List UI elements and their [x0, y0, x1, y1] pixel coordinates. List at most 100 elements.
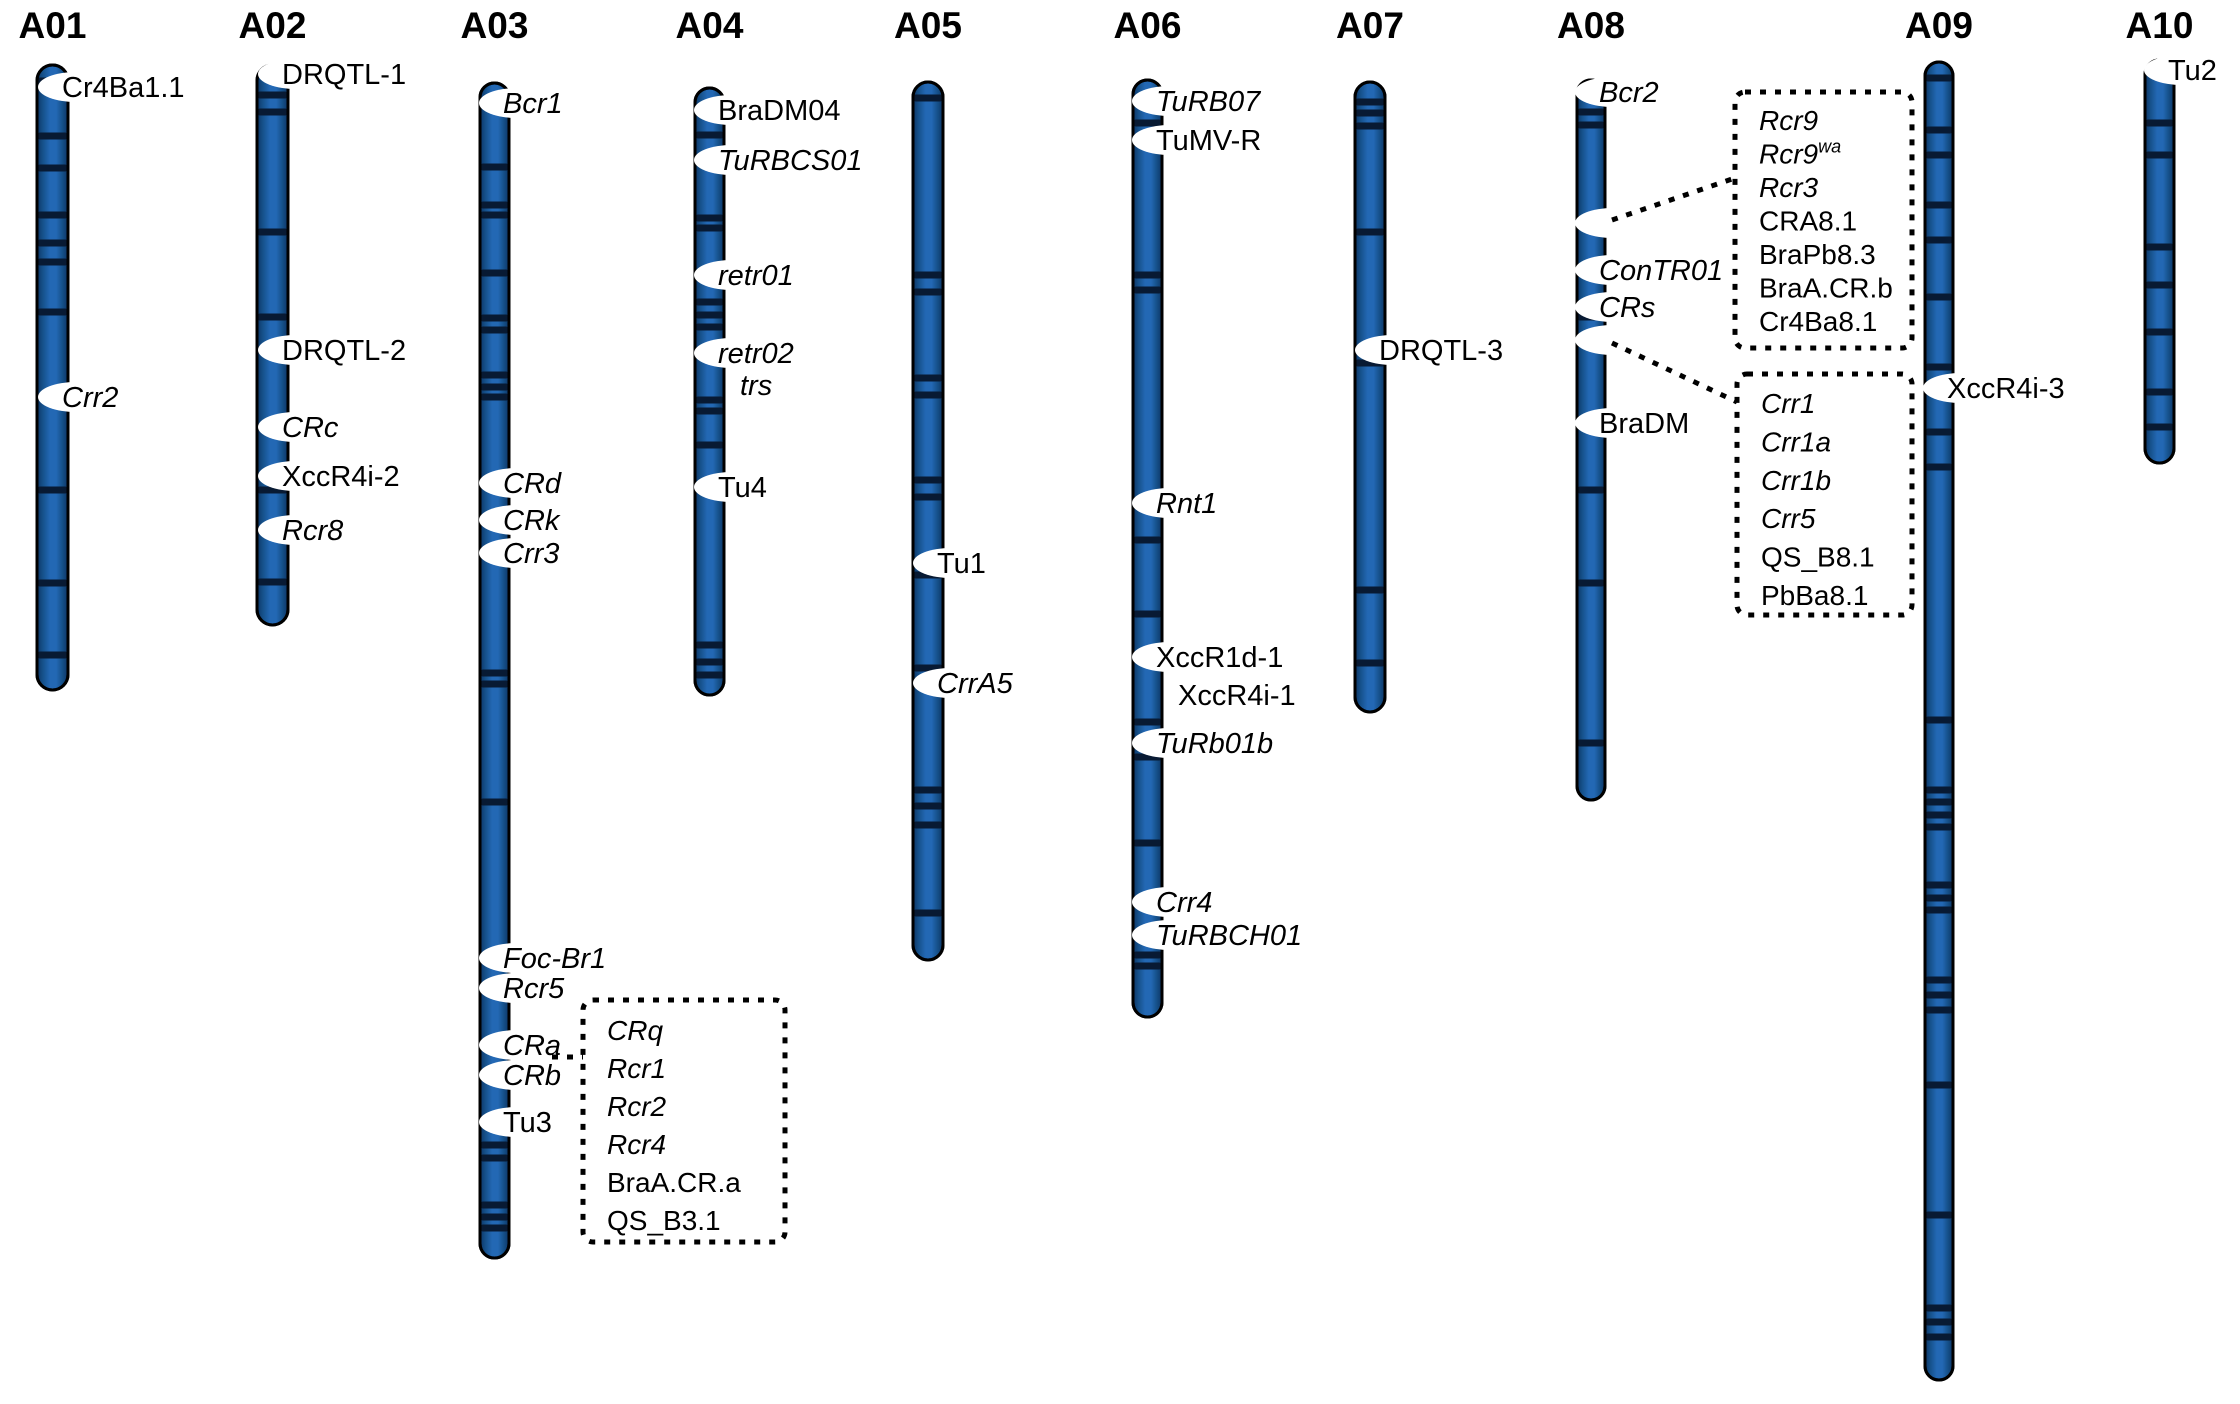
- connector-dotted-line-2: [1611, 175, 1736, 223]
- marker-Tu4: Tu4: [694, 472, 770, 504]
- marker-label: Bcr2: [1599, 77, 1659, 109]
- marker-label: BraDM04: [718, 95, 841, 127]
- chromosome-band: [258, 228, 287, 236]
- marker-label: XccR1d-1: [1156, 642, 1283, 674]
- chromosome-band: [2146, 423, 2173, 431]
- annotation-box-a03-border: [580, 997, 788, 1245]
- marker-label: TuRBCH01: [1156, 920, 1302, 952]
- chromosome-rod-A01: [35, 63, 70, 692]
- marker-label: CrrA5: [937, 668, 1014, 700]
- box-item-Crr1: Crr1: [1761, 388, 1815, 419]
- marker-callout-oval: [479, 88, 555, 118]
- box-item-CRA8.1: CRA8.1: [1759, 206, 1857, 237]
- chromosome-title-A09: A09: [1905, 5, 1973, 46]
- chromosome-band: [696, 224, 723, 232]
- chromosome-outline: [1131, 78, 1164, 1019]
- box-item-PbBa8.1: PbBa8.1: [1761, 580, 1868, 611]
- box-item-BraA.CR.b: BraA.CR.b: [1759, 273, 1893, 304]
- chromosome-band: [2146, 119, 2173, 127]
- chromosome-band: [1926, 293, 1952, 301]
- marker-label: Crr4: [1156, 887, 1212, 919]
- chromosome-title-A10: A10: [2126, 5, 2194, 46]
- marker-Tu1: Tu1: [913, 548, 989, 580]
- marker-TuMV-R: TuMV-R: [1132, 125, 1261, 157]
- marker-callout-oval: [1132, 728, 1208, 758]
- chromosome-band: [1926, 798, 1952, 806]
- marker-label: TuRB07: [1156, 86, 1262, 118]
- chromosome-outline: [1353, 80, 1387, 714]
- chromosome-band: [38, 239, 67, 247]
- chromosome-band: [1926, 1304, 1952, 1312]
- chromosome-band: [1926, 881, 1952, 889]
- marker-label: TuRb01b: [1156, 728, 1273, 760]
- marker-callout-oval: [913, 668, 989, 698]
- chromosome-band: [1578, 486, 1604, 494]
- chromosome-band: [914, 493, 942, 501]
- chromosome-band: [1926, 811, 1952, 819]
- chromosome-band: [914, 271, 942, 279]
- chromosome-band: [696, 298, 723, 306]
- marker-CrrA5: CrrA5: [913, 668, 1014, 700]
- marker-callout-oval: [258, 335, 334, 365]
- marker-callout-oval: [1132, 920, 1208, 950]
- marker-Bcr1: Bcr1: [479, 88, 563, 120]
- marker-callout-oval: [1132, 642, 1208, 672]
- marker-callout-oval: [479, 468, 555, 498]
- marker-label: DRQTL-1: [282, 59, 406, 91]
- chromosome-outline: [1923, 60, 1955, 1382]
- marker-label: Rcr5: [503, 973, 565, 1005]
- marker-callout-oval: [694, 338, 770, 368]
- box-item-Crr5: Crr5: [1761, 503, 1816, 534]
- chromosome-band: [2146, 151, 2173, 159]
- marker-BraDM04: BraDM04: [694, 95, 841, 127]
- marker-label: CRs: [1599, 292, 1655, 324]
- chromosome-band: [481, 1154, 508, 1162]
- chromosome-band: [1134, 286, 1161, 294]
- marker-DRQTL-1: DRQTL-1: [258, 59, 406, 91]
- marker-label: XccR4i-3: [1947, 373, 2065, 405]
- marker-label: Foc-Br1: [503, 943, 606, 975]
- marker-callout-oval: [1132, 488, 1208, 518]
- marker-label: Bcr1: [503, 88, 563, 120]
- chromosome-outline: [693, 86, 726, 697]
- marker-oval-anonymous: [1575, 325, 1651, 355]
- marker-TuRBCH01: TuRBCH01: [1132, 920, 1302, 952]
- chromosome-band: [1134, 962, 1161, 970]
- chromosome-band: [481, 1224, 508, 1232]
- box-item-Rcr1: Rcr1: [607, 1053, 666, 1084]
- box-item-Rcr4: Rcr4: [607, 1129, 666, 1160]
- marker-label: Tu2: [2168, 55, 2217, 87]
- chromosome-band: [1356, 228, 1384, 236]
- chromosome-title-A05: A05: [894, 5, 962, 46]
- chromosome-band: [481, 669, 508, 677]
- marker-CRs: CRs: [1575, 292, 1655, 324]
- marker-label: TuMV-R: [1156, 125, 1261, 157]
- chromosome-band: [481, 393, 508, 401]
- chromosome-band: [914, 802, 942, 810]
- marker-TuRb01b: TuRb01b: [1132, 728, 1273, 760]
- chromosome-band: [38, 211, 67, 219]
- marker-label: Crr2: [62, 382, 118, 414]
- annotation-box-a08-top-border: [1732, 89, 1915, 351]
- marker-callout-oval: [479, 1030, 555, 1060]
- marker-label: ConTR01: [1599, 255, 1723, 287]
- chromosome-title-A04: A04: [676, 5, 744, 46]
- chromosome-band: [1926, 906, 1952, 914]
- chromosome-band: [914, 909, 942, 917]
- marker-callout-oval: [1575, 292, 1651, 322]
- marker-Cr4Ba1.1: Cr4Ba1.1: [38, 72, 185, 104]
- chromosome-band: [481, 1141, 508, 1149]
- chromosome-band: [696, 671, 723, 679]
- chromosome-band: [1926, 716, 1952, 724]
- chromosome-band: [1926, 201, 1952, 209]
- chromosome-title-A03: A03: [461, 5, 529, 46]
- marker-callout-oval: [694, 95, 770, 125]
- marker-CRk: CRk: [479, 505, 561, 537]
- chromosome-band: [1134, 119, 1161, 127]
- chromosome-band: [258, 91, 287, 99]
